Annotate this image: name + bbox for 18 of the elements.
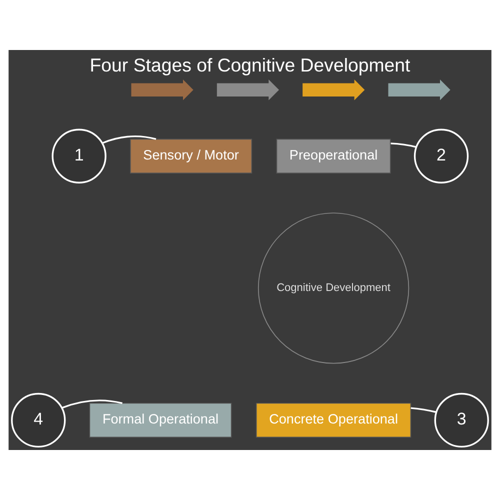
connector <box>61 400 122 409</box>
node-circle: 4 <box>11 392 66 448</box>
node-arrow <box>388 80 450 100</box>
diagram-title: Four Stages of Cognitive Development <box>90 54 410 76</box>
node-box: Sensory / Motor <box>130 138 252 174</box>
node-circle: 2 <box>414 128 469 184</box>
node-box: Formal Operational <box>89 402 232 438</box>
node-arrow <box>131 80 194 100</box>
node-box: Concrete Operational <box>256 402 412 438</box>
node-circle: 3 <box>434 392 489 448</box>
node-circle: Cognitive Development <box>258 212 410 364</box>
node-arrow <box>302 80 365 100</box>
node-box: Preoperational <box>276 138 391 174</box>
node-arrow <box>216 80 280 100</box>
connector <box>102 136 156 144</box>
connector <box>410 407 436 413</box>
connector <box>390 142 417 148</box>
node-circle: 1 <box>52 128 106 184</box>
